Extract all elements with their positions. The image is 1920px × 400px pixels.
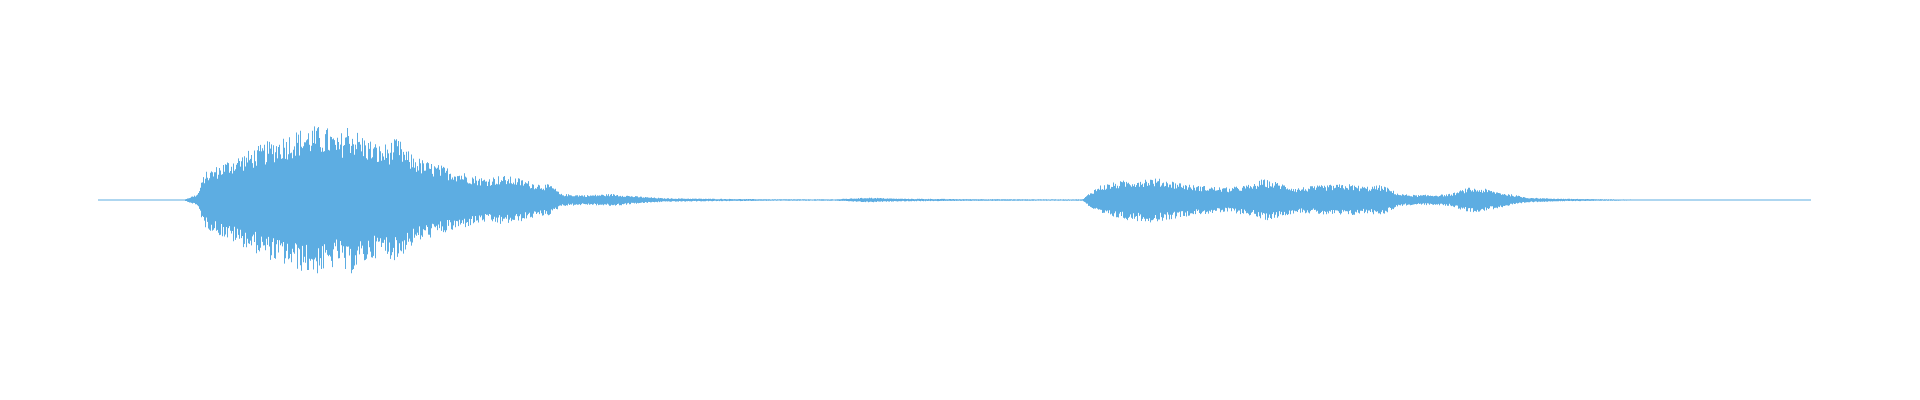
waveform-samples <box>98 126 1811 274</box>
